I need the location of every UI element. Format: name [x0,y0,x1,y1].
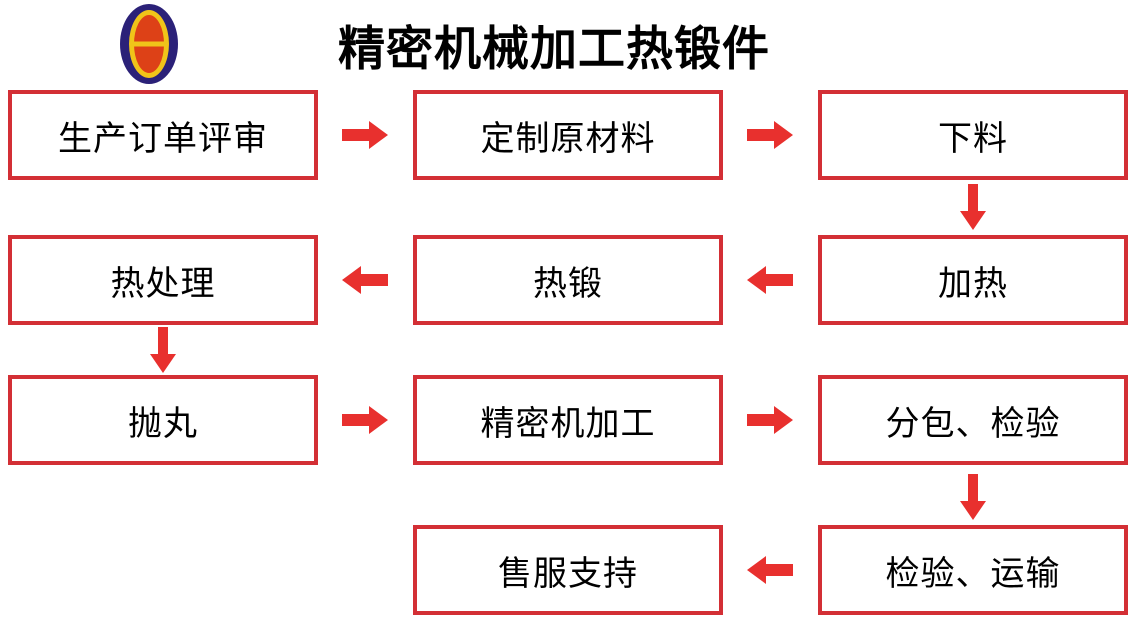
arrow-right-icon [747,406,793,434]
arrow-right-icon [747,121,793,149]
flow-node-after-sales-support: 售服支持 [413,525,723,615]
arrow-left-icon [342,266,388,294]
flow-node-heating: 加热 [818,235,1128,325]
flow-node-heat-treatment: 热处理 [8,235,318,325]
company-logo-icon [120,4,178,84]
flow-node-precision-machining: 精密机加工 [413,375,723,465]
arrow-right-icon [342,406,388,434]
logo-cross-bar [134,41,164,47]
page-title: 精密机械加工热锻件 [338,22,770,75]
flow-node-blanking: 下料 [818,90,1128,180]
arrow-down-icon [960,474,986,520]
flow-node-subcontract-inspection: 分包、检验 [818,375,1128,465]
flow-node-hot-forging: 热锻 [413,235,723,325]
arrow-right-icon [342,121,388,149]
arrow-left-icon [747,266,793,294]
flow-node-shot-blasting: 抛丸 [8,375,318,465]
arrow-down-icon [150,327,176,373]
logo-oval-ring [129,10,169,78]
flow-node-production-order-review: 生产订单评审 [8,90,318,180]
arrow-down-icon [960,184,986,230]
arrow-left-icon [747,556,793,584]
flow-node-inspection-transport: 检验、运输 [818,525,1128,615]
flow-node-custom-raw-material: 定制原材料 [413,90,723,180]
